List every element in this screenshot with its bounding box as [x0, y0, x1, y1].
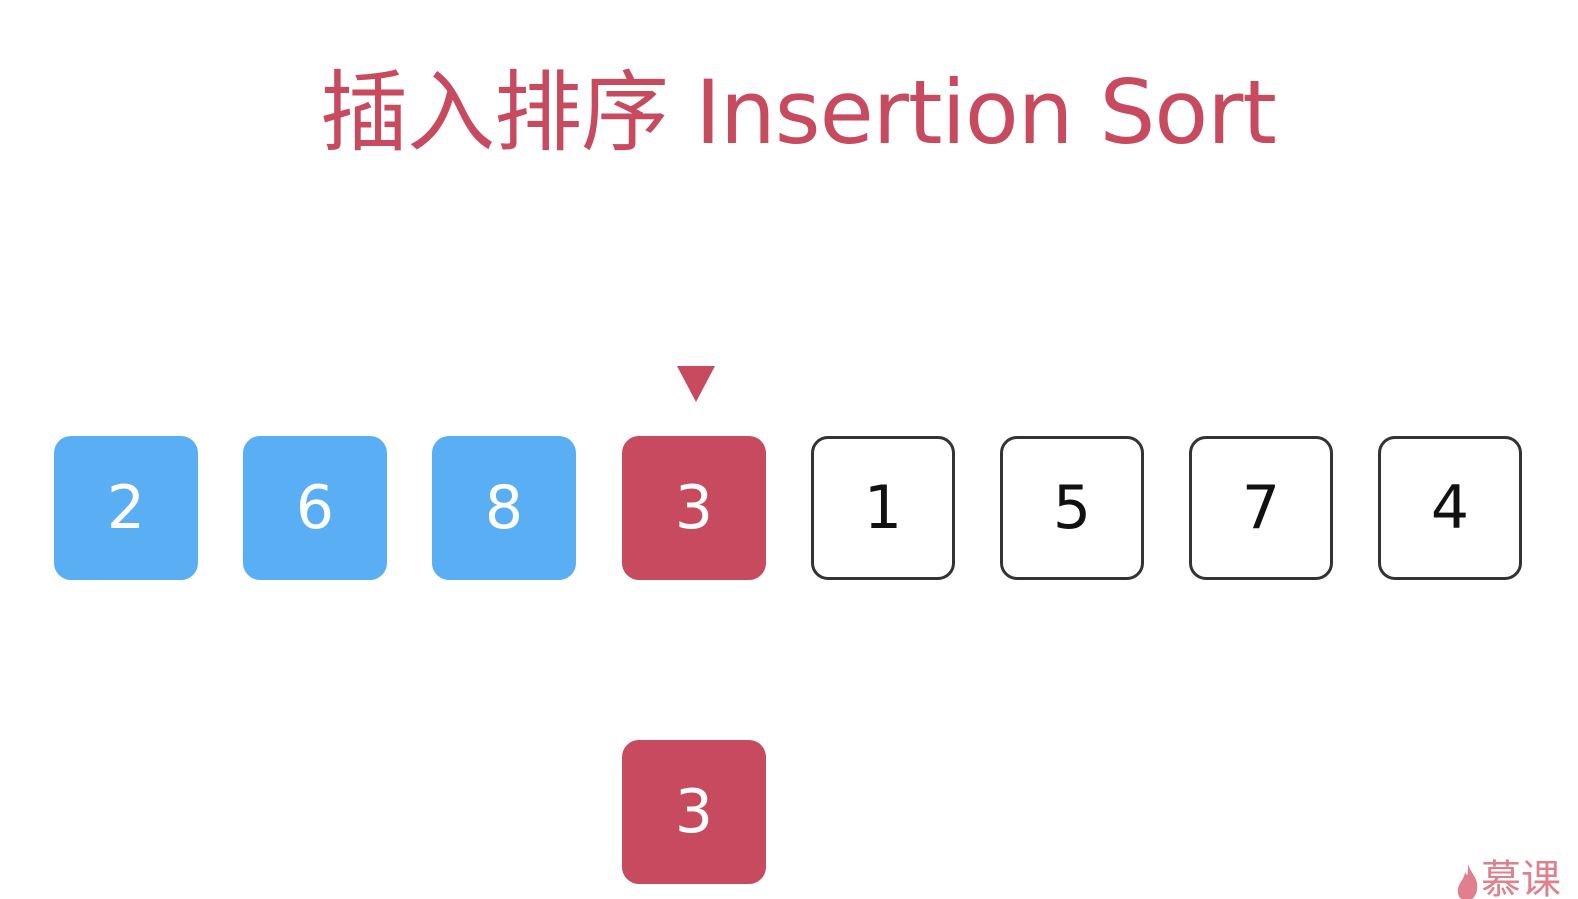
array-cell-value: 8	[484, 473, 524, 543]
array-cell-6: 7	[1189, 436, 1333, 580]
array-cell-value: 5	[1052, 473, 1092, 543]
array-cell-0: 2	[54, 436, 198, 580]
watermark-text: 慕课	[1481, 857, 1561, 899]
temp-cell-value: 3	[674, 777, 714, 847]
diagram-title: 插入排序 Insertion Sort	[320, 61, 1277, 164]
array-cell-value: 4	[1430, 473, 1470, 543]
array-cell-3: 3	[622, 436, 766, 580]
array-cell-value: 3	[674, 473, 714, 543]
array-cell-value: 7	[1241, 473, 1281, 543]
array-cell-value: 2	[106, 473, 146, 543]
current-pointer-icon	[677, 366, 715, 402]
array-cell-1: 6	[243, 436, 387, 580]
array-cell-5: 5	[1000, 436, 1144, 580]
array-cell-4: 1	[811, 436, 955, 580]
flame-icon	[1457, 864, 1478, 899]
temp-cell: 3	[622, 740, 766, 884]
array-cell-value: 1	[863, 473, 903, 543]
array-cell-value: 6	[295, 473, 335, 543]
watermark-logo: 慕课	[1455, 850, 1578, 899]
array-cell-2: 8	[432, 436, 576, 580]
array-cell-7: 4	[1378, 436, 1522, 580]
